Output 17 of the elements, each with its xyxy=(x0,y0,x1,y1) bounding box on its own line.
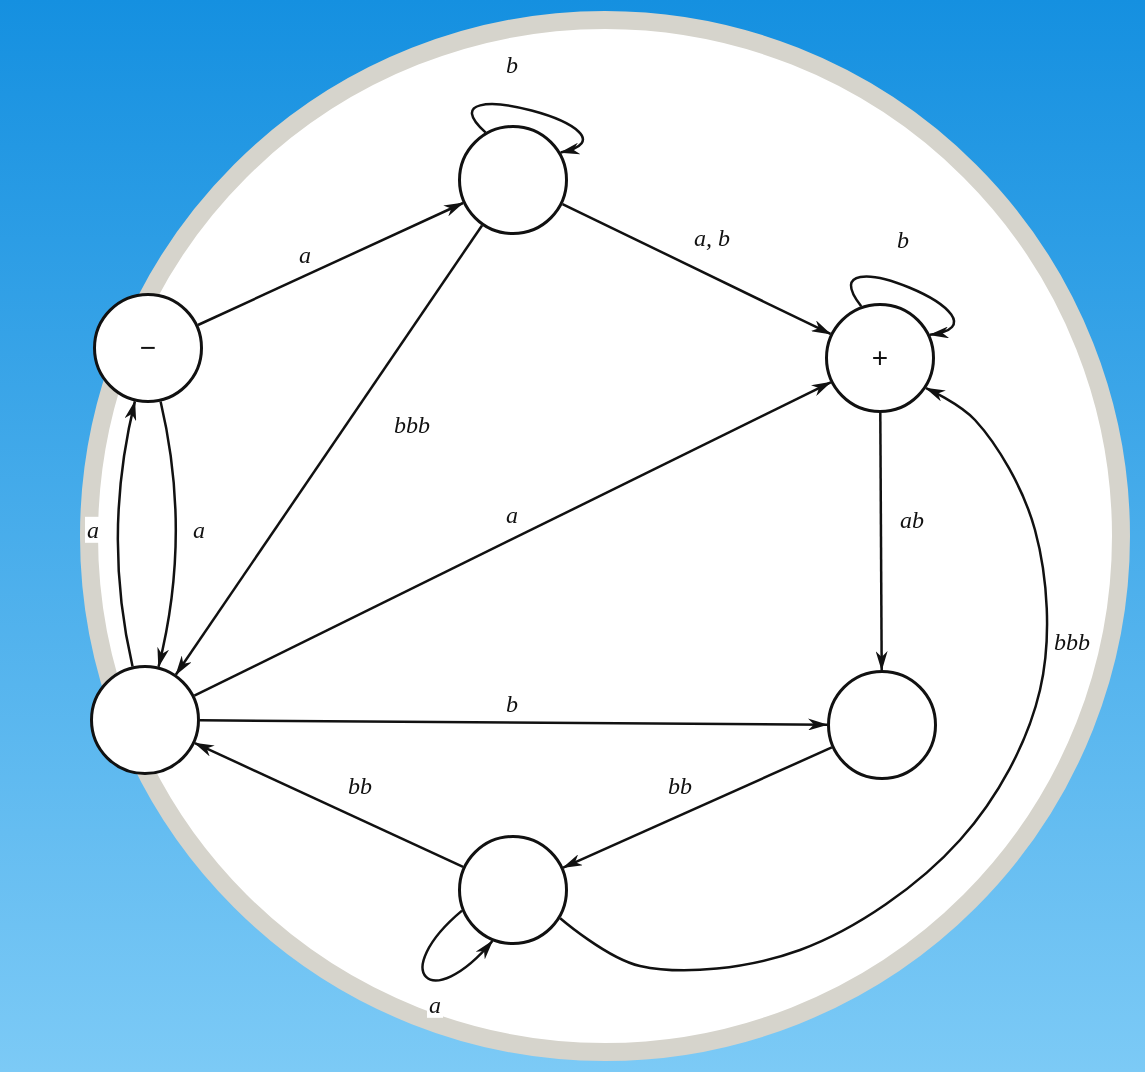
self-loop-arrow xyxy=(850,275,955,336)
arrow xyxy=(875,413,888,671)
arrow xyxy=(562,746,833,869)
arrow xyxy=(200,718,828,731)
arrow xyxy=(559,386,1049,972)
self-loop-arrow xyxy=(471,103,584,154)
arrow xyxy=(193,381,832,697)
arrow xyxy=(157,401,178,668)
arrow xyxy=(174,224,484,676)
state-label: − xyxy=(139,332,157,364)
state-label: + xyxy=(871,342,889,374)
arrow xyxy=(194,741,464,869)
arrow xyxy=(561,202,832,336)
arrow xyxy=(116,400,137,667)
arrow xyxy=(197,201,464,327)
edge-label: a xyxy=(85,516,101,544)
self-loop-arrow xyxy=(421,909,494,982)
